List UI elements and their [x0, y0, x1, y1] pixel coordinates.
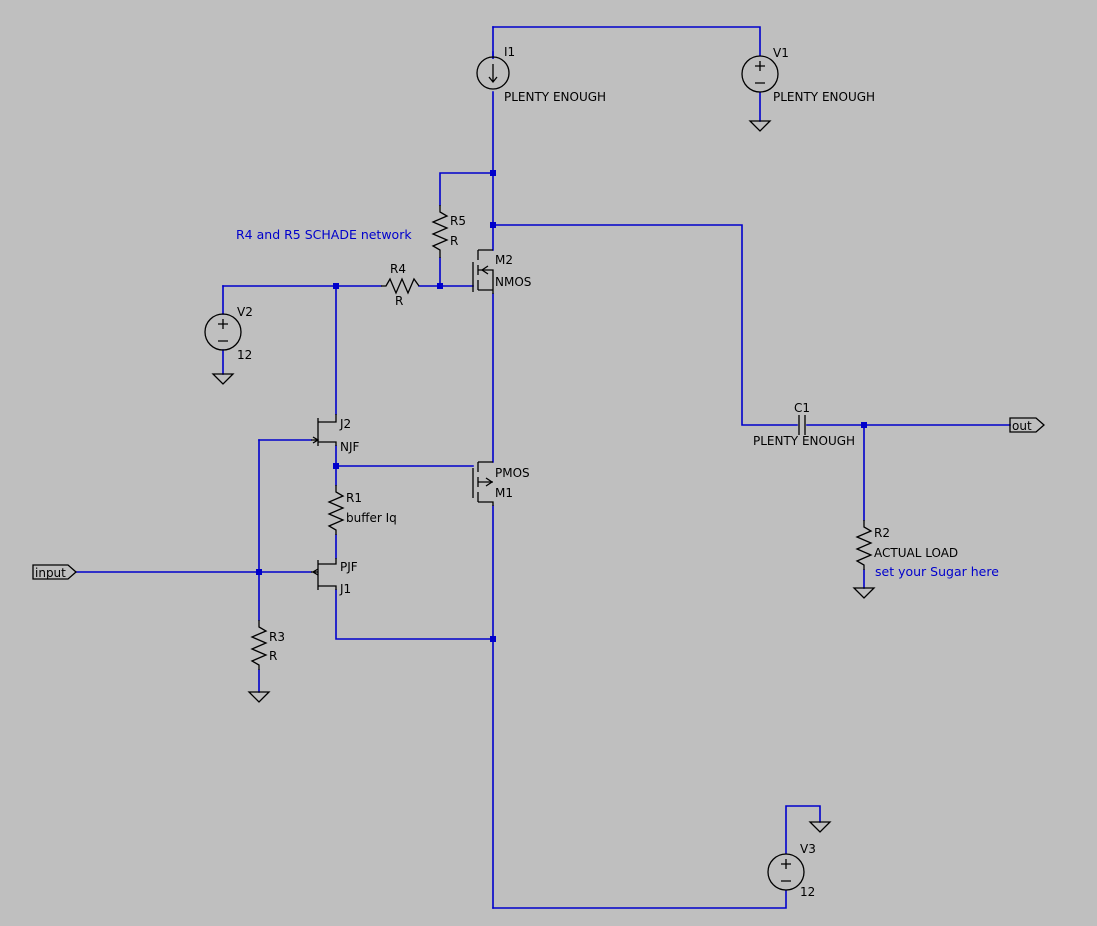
- R5-resistor[interactable]: [431, 205, 449, 258]
- R4-resistor[interactable]: [381, 277, 420, 295]
- J1-pjfet[interactable]: [311, 558, 337, 590]
- M2-name: M2: [495, 253, 513, 267]
- R2-note: set your Sugar here: [875, 564, 999, 579]
- R5-name: R5: [450, 214, 466, 228]
- C1-name: C1: [794, 401, 810, 415]
- V3-name: V3: [800, 842, 816, 856]
- schade-network-comment: R4 and R5 SCHADE network: [236, 227, 412, 242]
- V1-name: V1: [773, 46, 789, 60]
- V1-value: PLENTY ENOUGH: [773, 90, 875, 104]
- R3-name: R3: [269, 630, 285, 644]
- R1-name: R1: [346, 491, 362, 505]
- J1-name: J1: [339, 582, 351, 596]
- V1-voltage-source[interactable]: [741, 55, 779, 93]
- C1-capacitor[interactable]: [798, 415, 806, 435]
- input-port-label: input: [35, 566, 66, 580]
- out-port-label: out: [1012, 419, 1032, 433]
- R3-resistor[interactable]: [250, 620, 268, 670]
- out-port[interactable]: out: [1009, 417, 1045, 433]
- R4-value: R: [395, 294, 403, 308]
- R3-value: R: [269, 649, 277, 663]
- I1-value: PLENTY ENOUGH: [504, 90, 606, 104]
- M1-name: M1: [495, 486, 513, 500]
- wires: [75, 26, 1011, 909]
- V2-value: 12: [237, 348, 252, 362]
- V2-name: V2: [237, 305, 253, 319]
- R1-value: buffer Iq: [346, 511, 397, 525]
- R4-name: R4: [390, 262, 406, 276]
- M2-nmos-transistor[interactable]: [472, 249, 494, 294]
- R1-resistor[interactable]: [327, 485, 345, 535]
- V3-value: 12: [800, 885, 815, 899]
- V3-voltage-source[interactable]: [767, 853, 805, 891]
- M1-model: PMOS: [495, 466, 530, 480]
- junctions: [256, 170, 867, 642]
- J1-model: PJF: [340, 560, 358, 574]
- V2-voltage-source[interactable]: [204, 313, 242, 351]
- J2-name: J2: [339, 417, 351, 431]
- R2-name: R2: [874, 526, 890, 540]
- R2-value: ACTUAL LOAD: [874, 546, 958, 560]
- I1-name: I1: [504, 45, 515, 59]
- M1-pmos-transistor[interactable]: [472, 461, 494, 506]
- input-port[interactable]: input: [32, 564, 77, 580]
- ground-icon: [211, 120, 876, 833]
- J2-njfet[interactable]: [311, 414, 337, 446]
- I1-current-source[interactable]: [476, 51, 510, 90]
- J2-model: NJF: [340, 440, 360, 454]
- C1-value: PLENTY ENOUGH: [753, 434, 855, 448]
- M2-model: NMOS: [495, 275, 531, 289]
- R5-value: R: [450, 234, 458, 248]
- R2-resistor[interactable]: [855, 520, 873, 570]
